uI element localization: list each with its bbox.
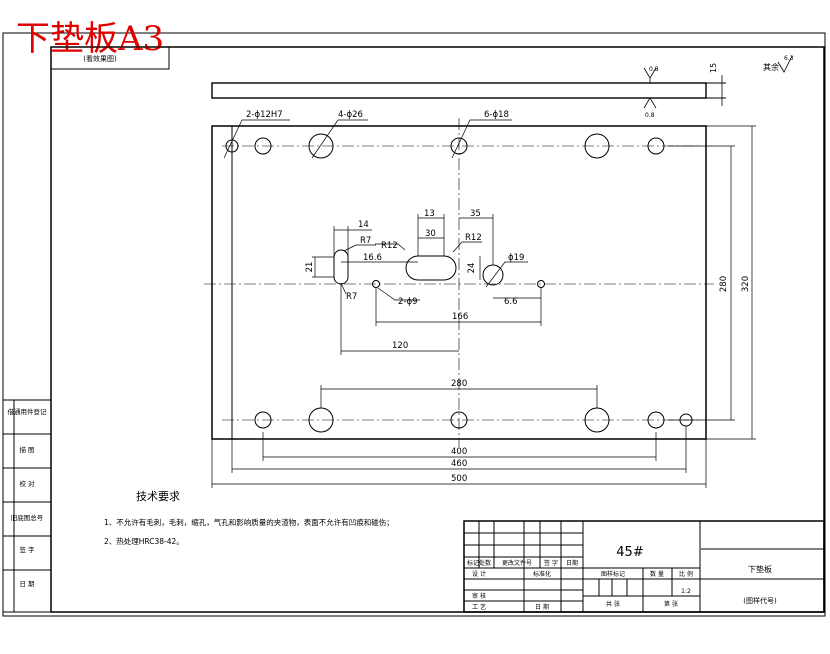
- tech-line-2: 2、热处理HRC38-42。: [104, 536, 184, 546]
- dim-r7-top: R7: [360, 236, 371, 246]
- side-view-plate: [211, 82, 707, 99]
- col-label-1: 标记处数: [467, 559, 491, 567]
- roughness-symbol-bottom: [643, 97, 657, 109]
- dim-r7-bottom: R7: [346, 292, 357, 302]
- dim-21: 21: [305, 262, 315, 273]
- dim-r12-left: R12: [381, 241, 398, 251]
- dim-460: 460: [451, 459, 467, 469]
- view-note-box: [50, 46, 170, 70]
- dim-35: 35: [470, 209, 481, 219]
- dim-30: 30: [425, 229, 436, 239]
- dim-280-top: 280: [451, 379, 467, 389]
- sheet-title: 下垫板A3: [16, 19, 164, 59]
- row-label-std: 标准化: [533, 570, 551, 578]
- dim-holes-26: 4-ϕ26: [338, 110, 363, 120]
- scale-value: 1:2: [681, 588, 691, 595]
- col-label-4: 日期: [566, 559, 578, 567]
- stage-label-scale: 比 例: [679, 570, 693, 578]
- dim-16-6: 16.6: [363, 253, 382, 263]
- dim-14: 14: [358, 220, 369, 230]
- dim-500: 500: [451, 474, 467, 484]
- sheets-total: 共 张: [606, 600, 620, 608]
- side-label-1: 借通用件登记: [8, 407, 48, 416]
- roughness-bottom-value: 0.8: [645, 112, 655, 119]
- side-label-2: 描 图: [19, 445, 34, 454]
- title-block-lines: [463, 520, 825, 613]
- part-name: 下垫板: [748, 564, 772, 574]
- dim-320: 320: [741, 276, 751, 292]
- row-label-review: 审 核: [472, 592, 486, 600]
- dim-280-side: 280: [719, 276, 729, 292]
- roughness-rest-value: 6.3: [784, 55, 794, 62]
- dim-r12-right: R12: [465, 233, 482, 243]
- tech-title: 技术要求: [136, 490, 180, 503]
- centerlines: [204, 118, 714, 447]
- roughness-top-value: 0.8: [649, 66, 659, 73]
- roughness-rest-label: 其余: [763, 62, 779, 72]
- tech-line-1: 1、不允许有毛刺，毛刺，缩孔，气孔和影响质量的夹渣物，表面不允许有凹痕和碰伤；: [104, 517, 394, 527]
- drawing-number: (图样代号): [743, 596, 777, 605]
- side-label-5: 签 字: [19, 545, 35, 554]
- outer-border: [2, 32, 826, 617]
- col-label-2: 更改文件号: [502, 559, 532, 567]
- dim-13: 13: [424, 209, 435, 219]
- row-label-date: 日 期: [535, 603, 549, 611]
- row-label-design: 设 计: [472, 570, 486, 578]
- dim-holes-9: 2-ϕ9: [398, 297, 418, 307]
- material: 45#: [616, 545, 643, 560]
- dim-15: 15: [709, 63, 718, 73]
- holes-top-row: [225, 133, 665, 159]
- stage-label-mark: 图样标记: [601, 570, 625, 578]
- dim-400: 400: [451, 447, 467, 457]
- side-label-3: 校 对: [19, 479, 35, 488]
- dim-holes-12: 2-ϕ12H7: [246, 110, 283, 120]
- dim-holes-18: 6-ϕ18: [484, 110, 509, 120]
- stage-label-qty: 数 量: [650, 570, 664, 578]
- dimension-lines: [211, 119, 756, 488]
- side-label-6: 日 期: [19, 580, 35, 588]
- col-label-3: 签 字: [544, 559, 558, 567]
- roughness-symbol-rest: [777, 55, 793, 73]
- roughness-symbol-top: [643, 67, 657, 83]
- row-label-process: 工 艺: [472, 603, 486, 611]
- dim-phi19: ϕ19: [508, 253, 524, 263]
- dim-6-6: 6.6: [504, 297, 518, 307]
- view-note: (看效果图): [83, 54, 117, 63]
- inner-frame: [50, 46, 825, 613]
- side-label-4: 旧底图总号: [11, 513, 44, 522]
- dim-120: 120: [392, 341, 408, 351]
- side-registration-column: [2, 399, 52, 613]
- dim-24: 24: [467, 263, 477, 274]
- dim-166: 166: [452, 312, 468, 322]
- sheet-number: 第 张: [664, 600, 678, 608]
